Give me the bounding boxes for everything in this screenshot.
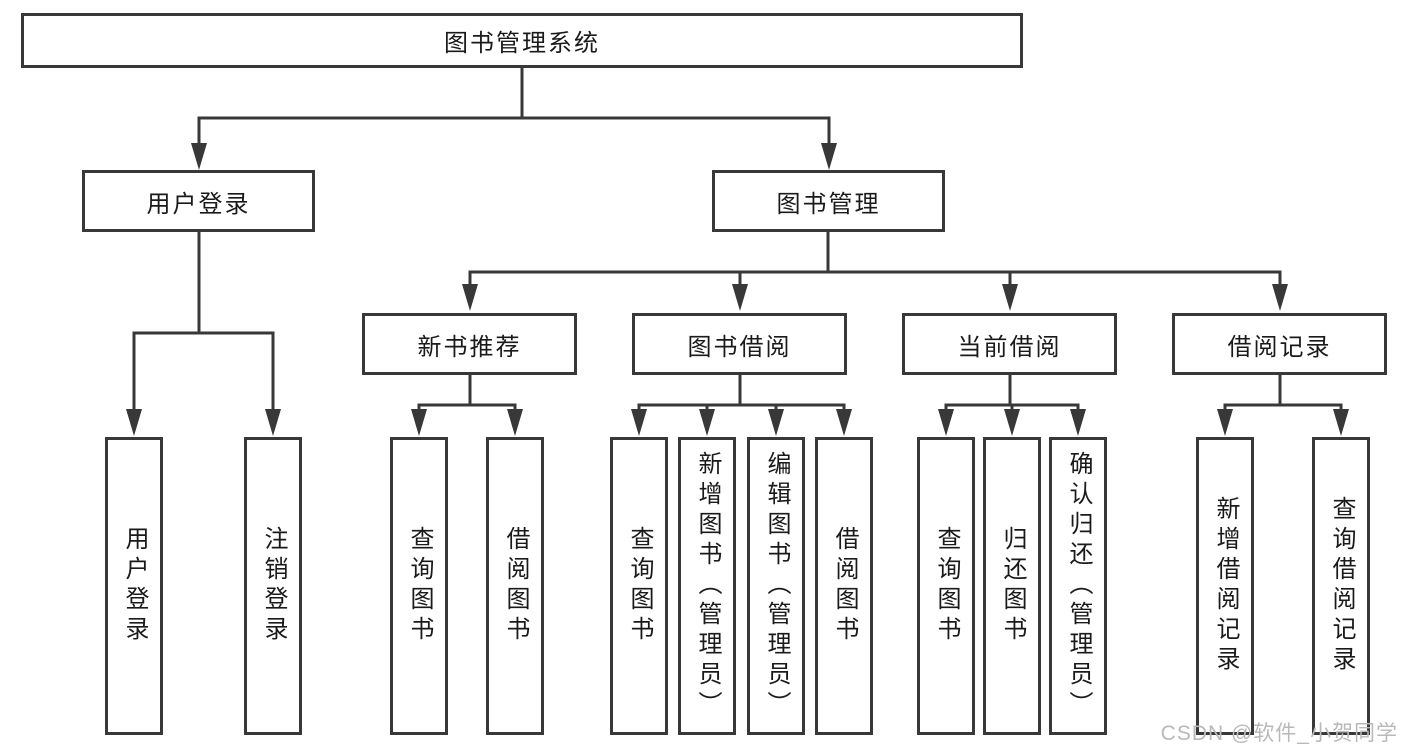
node-leaf-query-borrow-record-label: 查询借阅记录 <box>1328 496 1355 676</box>
node-leaf-borrow-books-recommend: 借阅图书 <box>486 437 544 735</box>
node-root: 图书管理系统 <box>21 13 1023 68</box>
node-new-book-recommend: 新书推荐 <box>362 313 577 375</box>
node-root-label: 图书管理系统 <box>444 30 600 57</box>
node-book-management: 图书管理 <box>712 170 945 232</box>
node-leaf-query-books-recommend-label: 查询图书 <box>406 526 433 646</box>
node-current-borrow: 当前借阅 <box>902 313 1117 375</box>
node-user-login-branch: 用户登录 <box>82 170 315 232</box>
node-leaf-return-book: 归还图书 <box>983 437 1041 735</box>
arrowheads <box>126 143 1349 436</box>
node-leaf-logout-label: 注销登录 <box>260 526 287 646</box>
node-leaf-query-borrow-record: 查询借阅记录 <box>1312 437 1370 735</box>
csdn-watermark: CSDN @软件_小贺同学 <box>1160 722 1398 745</box>
node-leaf-borrow-books-recommend-label: 借阅图书 <box>502 526 529 646</box>
node-leaf-logout: 注销登录 <box>244 437 302 735</box>
node-leaf-query-books-borrow-label: 查询图书 <box>626 526 653 646</box>
node-book-management-label: 图书管理 <box>776 190 881 218</box>
node-leaf-query-books-recommend: 查询图书 <box>390 437 448 735</box>
node-leaf-confirm-return-admin: 确认归还（管理员） <box>1049 437 1107 735</box>
node-new-book-recommend-label: 新书推荐 <box>417 333 522 361</box>
node-leaf-query-books-borrow: 查询图书 <box>610 437 668 735</box>
node-leaf-edit-book-admin: 编辑图书（管理员） <box>747 437 805 735</box>
connector-stroke-path <box>132 66 1343 412</box>
node-borrow-records-label: 借阅记录 <box>1227 333 1332 361</box>
node-leaf-confirm-return-admin-label: 确认归还（管理员） <box>1065 451 1092 721</box>
node-current-borrow-label: 当前借阅 <box>957 333 1062 361</box>
node-leaf-query-books-current-label: 查询图书 <box>933 526 960 646</box>
node-leaf-user-login-label: 用户登录 <box>121 526 148 646</box>
node-book-borrow-label: 图书借阅 <box>687 333 792 361</box>
node-leaf-borrow-books-label: 借阅图书 <box>831 526 858 646</box>
node-book-borrow: 图书借阅 <box>632 313 847 375</box>
node-borrow-records: 借阅记录 <box>1172 313 1387 375</box>
node-leaf-add-borrow-record-label: 新增借阅记录 <box>1212 496 1239 676</box>
node-leaf-borrow-books: 借阅图书 <box>815 437 873 735</box>
node-leaf-add-borrow-record: 新增借阅记录 <box>1196 437 1254 735</box>
node-leaf-query-books-current: 查询图书 <box>917 437 975 735</box>
node-leaf-return-book-label: 归还图书 <box>999 526 1026 646</box>
node-leaf-edit-book-admin-label: 编辑图书（管理员） <box>763 451 790 721</box>
node-leaf-user-login: 用户登录 <box>105 437 163 735</box>
node-leaf-add-book-admin-label: 新增图书（管理员） <box>694 451 721 721</box>
node-user-login-branch-label: 用户登录 <box>146 190 251 218</box>
node-leaf-add-book-admin: 新增图书（管理员） <box>678 437 736 735</box>
